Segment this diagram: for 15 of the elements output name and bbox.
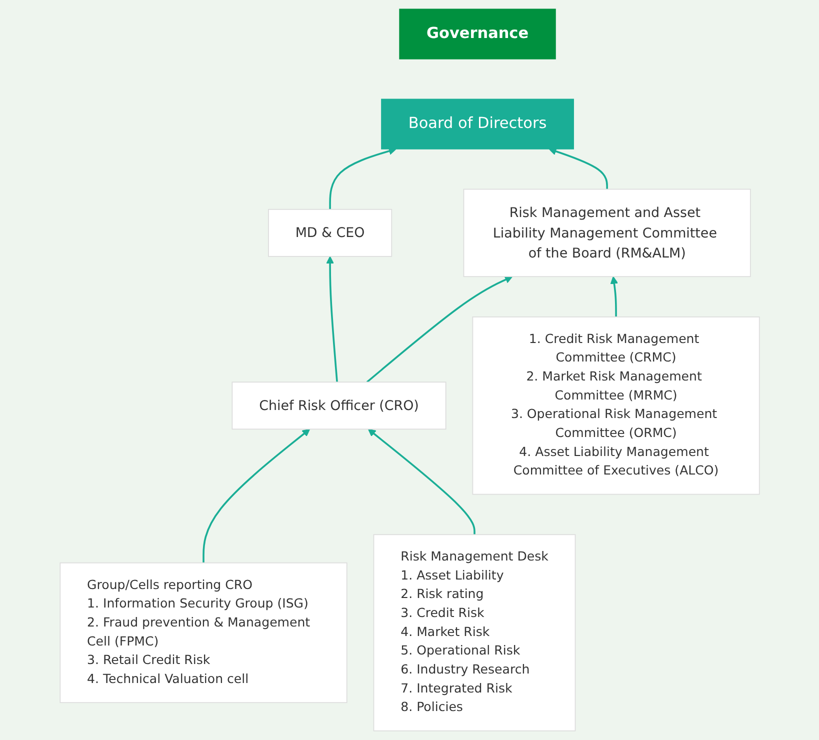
- arrow: [368, 428, 476, 535]
- node-box: Board of Directors: [380, 98, 574, 150]
- node-box: Chief Risk Officer (CRO): [231, 382, 446, 430]
- arrow: [548, 148, 608, 190]
- node-box: Risk Management and Asset Liability Management Committee of the Board (RM&ALM): [463, 188, 751, 278]
- arrow: [366, 276, 512, 383]
- arrow: [328, 147, 396, 210]
- node-box: Governance: [398, 8, 556, 60]
- node-box: MD & CEO: [268, 208, 392, 257]
- arrow: [202, 428, 310, 563]
- node-box: Risk Management Desk 1. Asset Liability 2. Risk rating 3. Credit Risk 4. Market Risk 5. Operational Risk 6. Industry Research 7. Integrated Risk 8. Policies: [373, 534, 576, 732]
- node-box: 1. Credit Risk Management Committee (CRMC) 2. Market Risk Management Committee (MRMC) 3. Operational Risk Management Committee (ORMC) 4. Asset Liability Management Committee of Executives (ALCO): [472, 316, 760, 495]
- arrow: [610, 276, 618, 317]
- node-box: Group/Cells reporting CRO 1. Information Security Group (ISG) 2. Fraud prevention & Management Cell (FPMC) 3. Retail Credit Risk 4. Technical Valuation cell: [59, 562, 348, 704]
- arrow: [326, 256, 338, 382]
